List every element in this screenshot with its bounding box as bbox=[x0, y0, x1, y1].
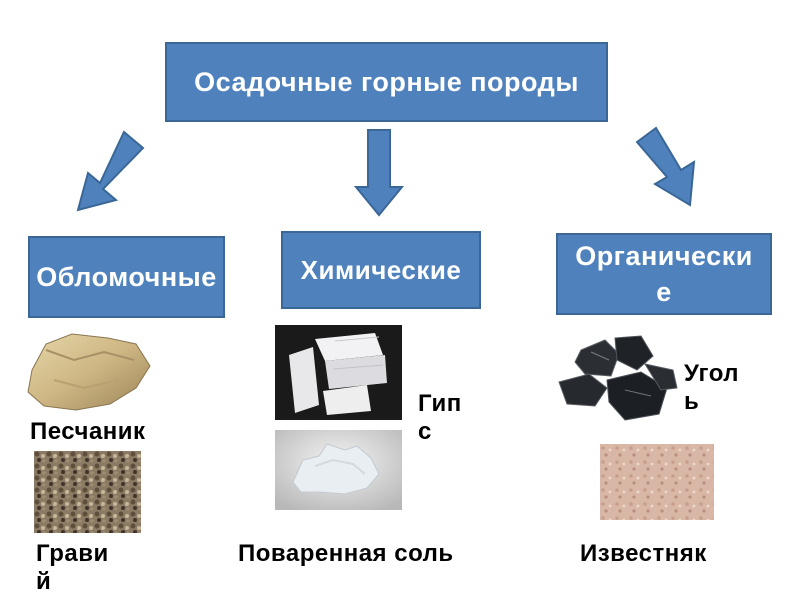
category-chemical-label: Химические bbox=[300, 254, 462, 285]
sandstone-label: Песчаник bbox=[30, 418, 146, 445]
limestone-image bbox=[600, 444, 714, 520]
category-chemical-box: Химические bbox=[281, 231, 481, 309]
root-box: Осадочные горные породы bbox=[165, 42, 608, 122]
sandstone-image bbox=[27, 333, 151, 411]
category-clastic-label: Обломочные bbox=[36, 262, 217, 292]
arrow-to-organic bbox=[635, 126, 696, 207]
root-title: Осадочные горные породы bbox=[194, 67, 579, 97]
salt-image bbox=[275, 430, 402, 510]
arrow-to-clastic bbox=[76, 130, 145, 212]
gravel-image bbox=[34, 451, 141, 533]
gravel-label: Гравий bbox=[36, 540, 109, 595]
coal-image bbox=[558, 335, 678, 421]
salt-label: Поваренная соль bbox=[238, 540, 454, 567]
category-organic-label: Органические bbox=[575, 241, 753, 307]
gypsum-image bbox=[275, 325, 402, 420]
category-organic-box: Органические bbox=[556, 233, 772, 315]
gypsum-label: Гипс bbox=[418, 390, 462, 445]
arrow-to-chemical bbox=[353, 129, 405, 217]
limestone-label: Известняк bbox=[580, 540, 707, 567]
category-clastic-box: Обломочные bbox=[28, 236, 225, 318]
coal-label: Уголь bbox=[684, 360, 740, 415]
